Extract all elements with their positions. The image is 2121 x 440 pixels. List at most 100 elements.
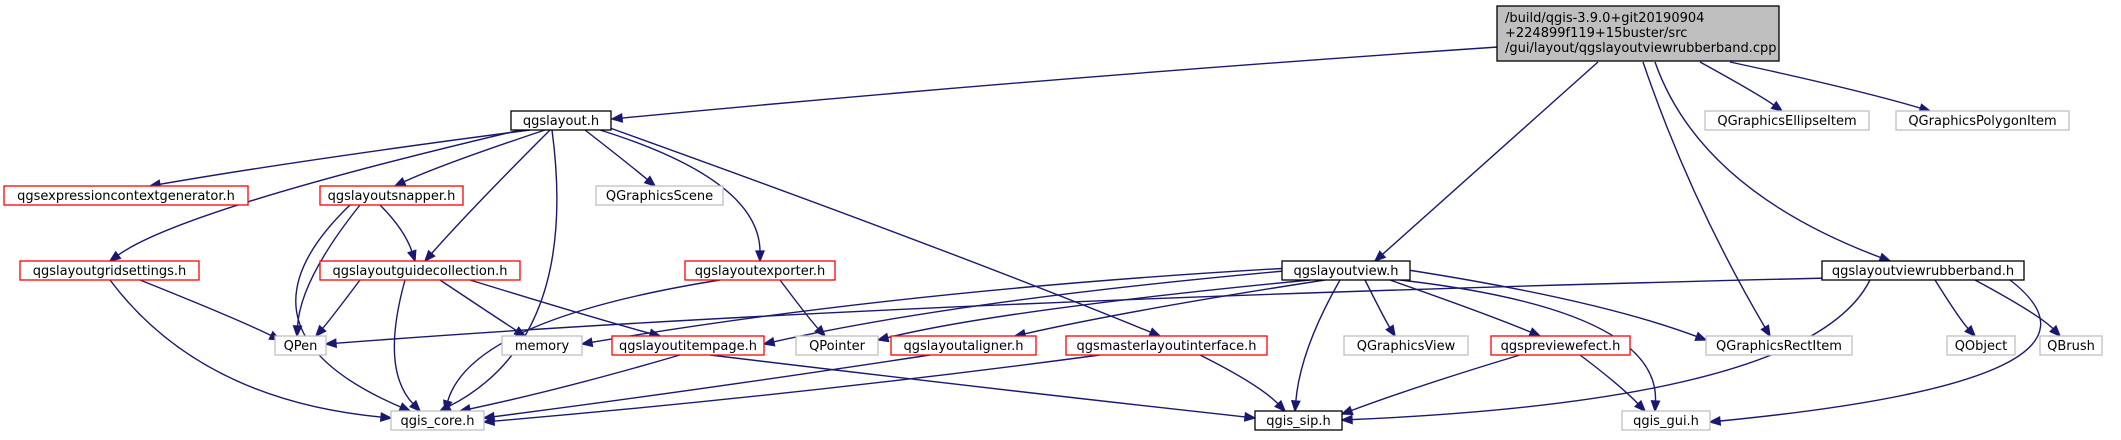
arrowhead xyxy=(643,175,657,188)
node-qgslayoutviewrubberband[interactable]: qgslayoutviewrubberband.h xyxy=(1821,260,2025,281)
node-qgslayoutexporter[interactable]: qgslayoutexporter.h xyxy=(684,260,836,281)
node-box xyxy=(890,335,1037,356)
node-label: qgslayoutviewrubberband.h xyxy=(1832,264,2014,279)
node-qgraphicsellipseitem[interactable]: QGraphicsEllipseItem xyxy=(1704,110,1870,131)
arrowhead xyxy=(1760,324,1771,338)
node-qpen[interactable]: QPen xyxy=(274,335,327,356)
node-qgis_gui[interactable]: qgis_gui.h xyxy=(1621,410,1711,431)
node-box xyxy=(1496,5,1780,62)
edge-qgslayoutviewrubberband-to-qobject xyxy=(1934,279,1977,338)
node-box xyxy=(390,410,485,431)
node-qgslayoutguidecollection[interactable]: qgslayoutguidecollection.h xyxy=(319,260,521,281)
node-box xyxy=(595,185,724,206)
node-box xyxy=(510,110,612,131)
node-label: QGraphicsScene xyxy=(606,189,713,204)
node-label: QGraphicsRectItem xyxy=(1716,339,1842,354)
edge-root-to-qgraphicsrectitem xyxy=(1642,61,1771,338)
node-label: qgslayoutguidecollection.h xyxy=(333,264,508,279)
node-memory[interactable]: memory xyxy=(501,335,583,356)
edge-qgslayout-to-qgsmasterlayoutinterface xyxy=(609,127,1162,337)
arrowhead xyxy=(580,337,594,348)
node-box xyxy=(1490,335,1631,356)
node-qgsmasterlayoutinterface[interactable]: qgsmasterlayoutinterface.h xyxy=(1065,335,1268,356)
edge-qgslayoutsnapper-to-qgis_core xyxy=(295,204,412,412)
node-qgslayoutview[interactable]: qgslayoutview.h xyxy=(1281,260,1411,281)
edge-qgslayout-to-qgslayoutguidecollection xyxy=(423,129,551,263)
node-label: QPointer xyxy=(809,339,866,354)
node-label: qgslayoutaligner.h xyxy=(903,339,1023,354)
edge-qgslayoutsnapper-to-qgslayoutguidecollection xyxy=(379,204,417,263)
arrowhead xyxy=(2049,324,2062,338)
arrowhead xyxy=(409,399,422,413)
node-label: memory xyxy=(515,339,570,354)
node-label: qgslayoutitempage.h xyxy=(619,339,757,354)
edge-qgslayoutview-to-qgraphicsrectitem xyxy=(1407,269,1708,341)
node-qbrush[interactable]: QBrush xyxy=(2039,335,2103,356)
edge-root-to-qgraphicspolygonitem xyxy=(1729,61,1932,113)
node-qgis_core[interactable]: qgis_core.h xyxy=(390,410,485,431)
node-label: QBrush xyxy=(2047,339,2095,354)
node-qgraphicsscene[interactable]: QGraphicsScene xyxy=(595,185,724,206)
arrowhead xyxy=(314,324,327,338)
node-box xyxy=(319,260,521,281)
node-label: QPen xyxy=(284,339,318,354)
node-label: QObject xyxy=(1955,339,2008,354)
edge-qgslayoutview-to-qgslayoutaligner xyxy=(1013,279,1326,339)
arrowhead xyxy=(762,336,776,347)
arrowhead xyxy=(1528,327,1542,337)
node-qobject[interactable]: QObject xyxy=(1946,335,2016,356)
node-label: qgslayoutview.h xyxy=(1294,264,1399,279)
edge-root-to-qgslayout xyxy=(610,46,1499,123)
node-box xyxy=(795,335,879,356)
node-qgslayoutaligner[interactable]: qgslayoutaligner.h xyxy=(890,335,1037,356)
edge-qgslayoutviewrubberband-to-qpen xyxy=(324,277,1831,349)
edge-qgspreviewefect-to-qgis_sip xyxy=(1340,354,1521,415)
arrowhead xyxy=(1770,100,1784,113)
edge-qgslayoutguidecollection-to-qgis_core xyxy=(393,279,422,413)
node-qpointer[interactable]: QPointer xyxy=(795,335,879,356)
node-label: qgsmasterlayoutinterface.h xyxy=(1076,339,1256,354)
arrowhead xyxy=(1964,324,1977,338)
node-qgslayout[interactable]: qgslayout.h xyxy=(510,110,612,131)
node-root[interactable]: /build/qgis-3.9.0+git20190904+224899f119… xyxy=(1496,5,1780,62)
node-box xyxy=(1254,410,1343,431)
arrowhead xyxy=(379,412,393,422)
arrowhead xyxy=(1878,252,1892,262)
node-qgslayoutsnapper[interactable]: qgslayoutsnapper.h xyxy=(319,185,464,206)
node-qgsexpressioncontextgenerator[interactable]: qgsexpressioncontextgenerator.h xyxy=(3,185,249,206)
node-box xyxy=(1895,110,2070,131)
node-box xyxy=(1065,335,1268,356)
arrowhead xyxy=(407,249,417,263)
edge-qgslayoutview-to-qgis_gui xyxy=(1399,279,1661,413)
edge-qgslayoutexporter-to-qpointer xyxy=(779,279,827,338)
arrowhead xyxy=(755,250,765,263)
arrowhead xyxy=(1385,324,1396,338)
edge-qgslayoutview-to-qgslayoutitempage xyxy=(762,269,1296,347)
node-qgslayoutitempage[interactable]: qgslayoutitempage.h xyxy=(611,335,765,356)
node-label: qgis_core.h xyxy=(401,414,475,429)
edge-qgslayoutaligner-to-qgis_core xyxy=(482,354,931,422)
arrowhead xyxy=(1290,399,1301,413)
node-label: QGraphicsPolygonItem xyxy=(1908,114,2056,129)
node-box xyxy=(1946,335,2016,356)
node-qgraphicsview[interactable]: QGraphicsView xyxy=(1343,335,1469,356)
node-box xyxy=(684,260,836,281)
node-qgraphicsrectitem[interactable]: QGraphicsRectItem xyxy=(1705,335,1853,356)
node-label: /gui/layout/qgslayoutviewrubberband.cpp xyxy=(1505,41,1777,56)
edge-qgslayoutgridsettings-to-qpen xyxy=(139,279,282,341)
node-box xyxy=(2039,335,2103,356)
node-box xyxy=(1821,260,2025,281)
node-qgslayoutgridsettings[interactable]: qgslayoutgridsettings.h xyxy=(19,260,200,281)
node-qgis_sip[interactable]: qgis_sip.h xyxy=(1254,410,1343,431)
edge-qgslayoutviewrubberband-to-qbrush xyxy=(1974,279,2062,338)
edge-root-to-qgslayoutview xyxy=(1373,61,1599,263)
edge-qgslayout-to-qgsexpressioncontextgenerator xyxy=(148,129,531,190)
arrowhead xyxy=(876,332,890,343)
arrowhead xyxy=(610,113,624,123)
node-qgspreviewefect[interactable]: qgspreviewefect.h xyxy=(1490,335,1631,356)
node-label: qgslayoutgridsettings.h xyxy=(33,264,187,279)
node-label: QGraphicsEllipseItem xyxy=(1717,114,1856,129)
node-qgraphicspolygonitem[interactable]: QGraphicsPolygonItem xyxy=(1895,110,2070,131)
node-box xyxy=(1281,260,1411,281)
edge-root-to-qgraphicsellipseitem xyxy=(1699,61,1784,113)
